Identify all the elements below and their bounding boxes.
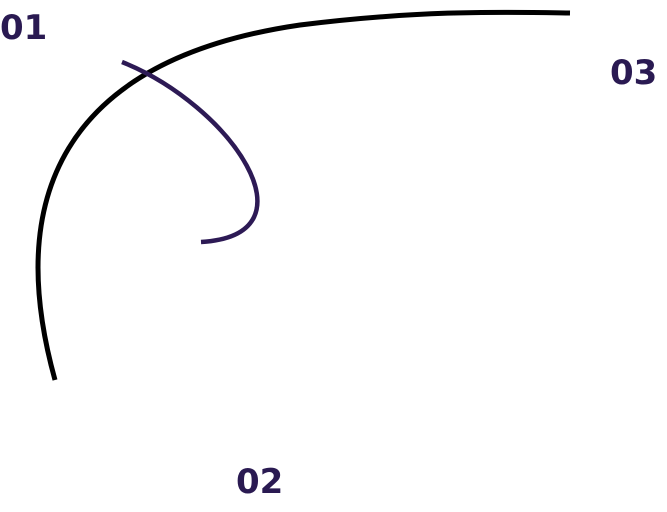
step-label-03: 03	[610, 53, 658, 93]
step-label-02: 02	[236, 462, 284, 502]
large-arc-curve	[35, 9, 571, 381]
small-arc-curve	[121, 59, 260, 245]
step-label-01: 01	[0, 8, 48, 48]
